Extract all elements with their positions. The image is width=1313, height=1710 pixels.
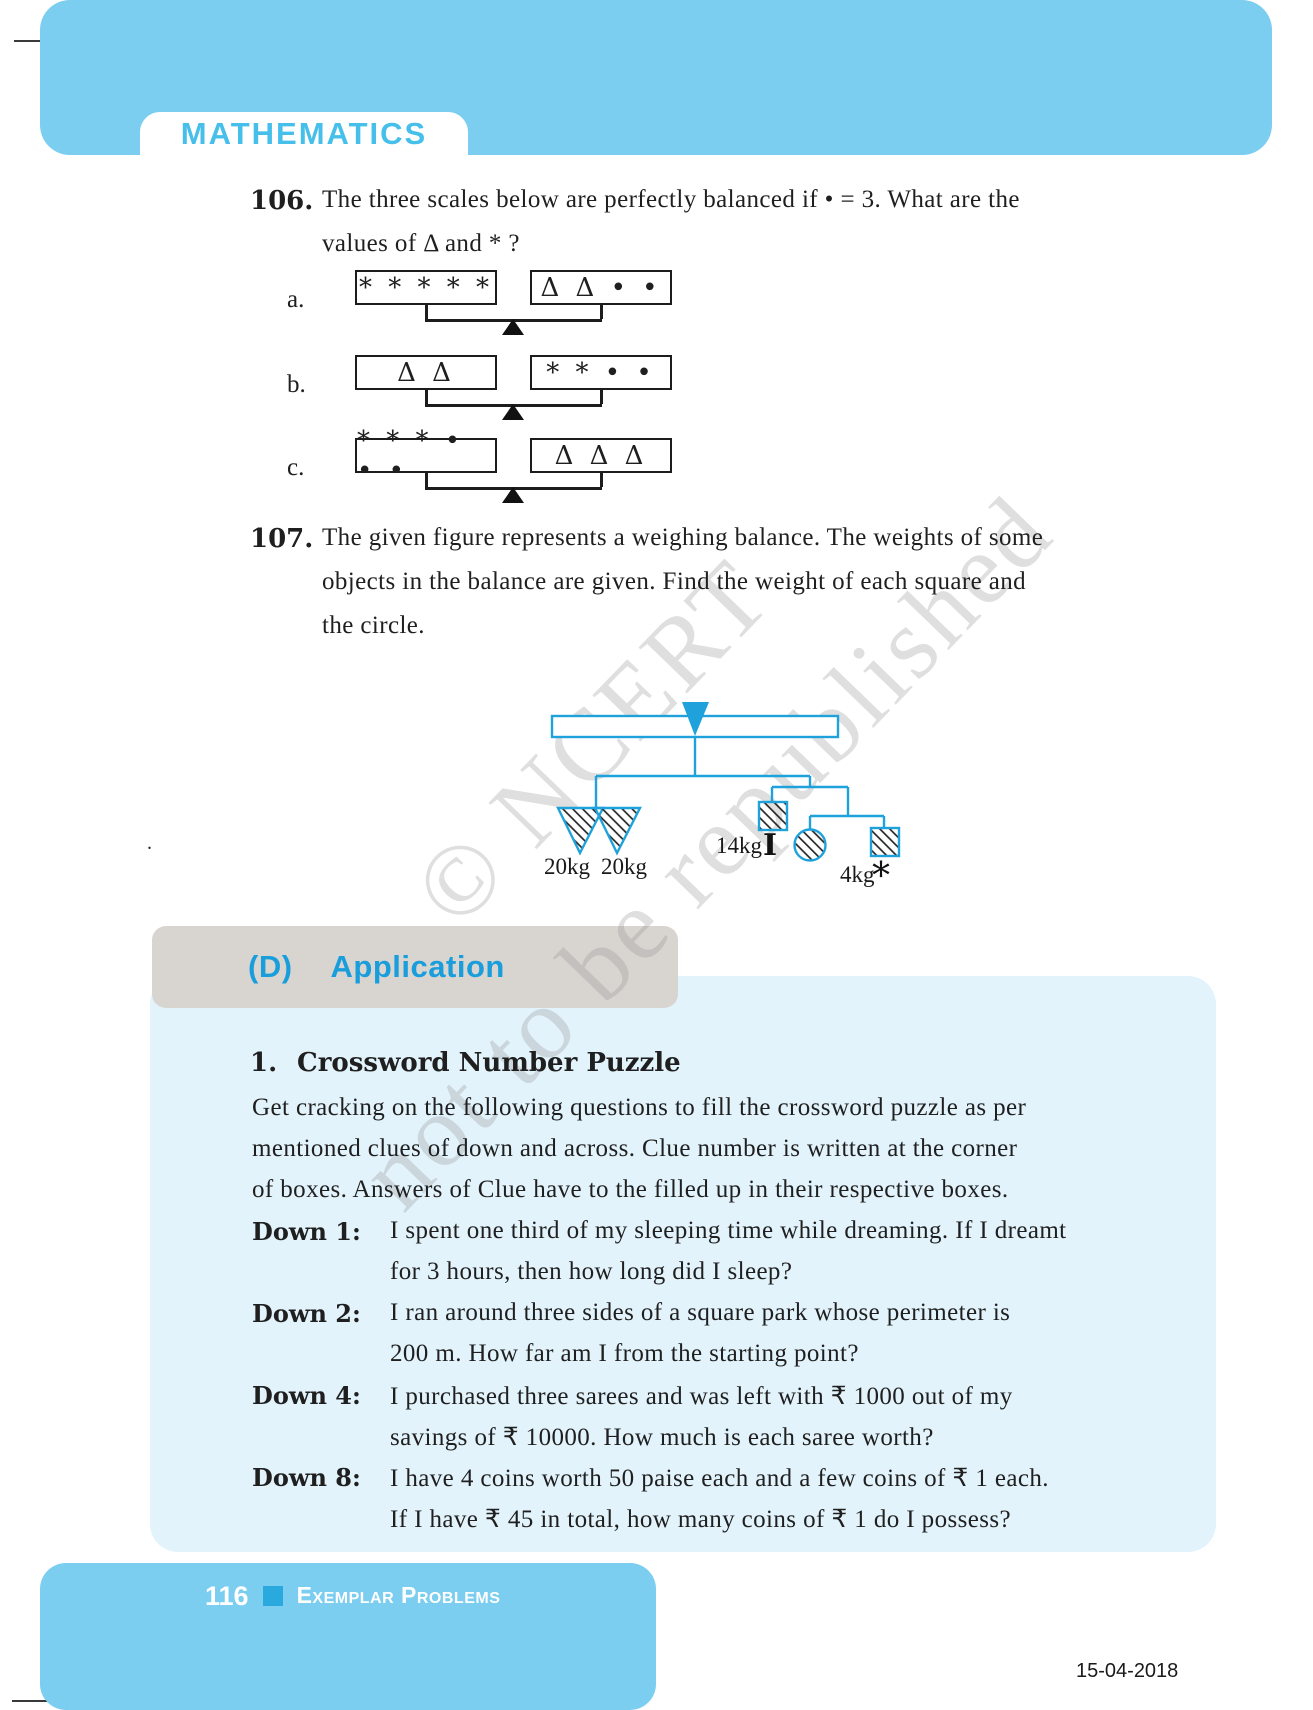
question-107-line3: the circle. [322, 612, 425, 639]
question-107-number: 107. [250, 524, 314, 554]
clue-down-8-line1: I have 4 coins worth 50 paise each and a… [390, 1465, 1049, 1492]
hook-mark: I [763, 828, 777, 863]
section-d-label: (D) [248, 949, 293, 984]
question-106-line2: values of Δ and * ? [322, 230, 520, 257]
clue-down-4-line2: savings of ₹ 10000. How much is each sar… [390, 1424, 934, 1451]
page-footer-band: 116 Exemplar Problems [40, 1563, 656, 1710]
balance-scale-c: c. * * * • • • Δ Δ Δ [287, 426, 687, 510]
label-14kg: 14kg [716, 833, 763, 858]
clue-down-8-label: Down 8: [252, 1463, 361, 1492]
section-d-bar: (D) Application [152, 926, 678, 1008]
scale-b-right-stub [600, 390, 603, 404]
page-number: 116 [205, 1581, 249, 1611]
clue-down-4-label: Down 4: [252, 1381, 361, 1410]
clue-down-1-line2: for 3 hours, then how long did I sleep? [390, 1258, 793, 1285]
page-title: MATHEMATICS [180, 115, 428, 151]
footer-book-title: Exemplar Problems [296, 1582, 501, 1608]
hatched-triangle-weight-1 [556, 806, 605, 856]
hatched-square-2 [869, 826, 901, 858]
weighing-balance-figure: 20kg 20kg 14kg I 4kg * [544, 702, 901, 895]
scale-a-left-pan: * * * * * [355, 270, 497, 305]
print-date: 15-04-2018 [1076, 1660, 1179, 1682]
question-106-line1: The three scales below are perfectly bal… [322, 186, 1020, 213]
label-20kg-1: 20kg [544, 854, 591, 879]
scale-c-label: c. [287, 454, 305, 481]
label-4kg: 4kg [840, 862, 875, 887]
hatched-square-1 [757, 800, 789, 832]
scale-c-left-pan: * * * • • • [355, 426, 497, 486]
scale-c-right-stub [600, 473, 603, 487]
header-tab: MATHEMATICS [140, 112, 468, 155]
scale-c-fulcrum-icon [502, 487, 524, 503]
scale-b-label: b. [287, 371, 306, 398]
clue-down-2-line2: 200 m. How far am I from the starting po… [390, 1340, 859, 1367]
hanger-lines [594, 737, 886, 830]
label-20kg-2: 20kg [601, 854, 648, 879]
scale-c-right-pan: Δ Δ Δ [530, 438, 672, 473]
clue-down-4-line1: I purchased three sarees and was left wi… [390, 1383, 1013, 1410]
question-107-line2: objects in the balance are given. Find t… [322, 568, 1027, 595]
hatched-circle [793, 828, 827, 862]
scale-a-left-symbols: * * * * * [358, 272, 494, 303]
clue-down-8-line2: If I have ₹ 45 in total, how many coins … [390, 1506, 1011, 1533]
clue-down-1-line1: I spent one third of my sleeping time wh… [390, 1217, 1067, 1244]
application-panel [150, 976, 1216, 1552]
hatched-triangle-weight-2 [593, 806, 642, 856]
scale-a-fulcrum-icon [502, 319, 524, 335]
scale-c-left-stub [425, 473, 428, 487]
scale-b-left-pan: Δ Δ [355, 355, 497, 390]
crossword-heading: Crossword Number Puzzle [297, 1048, 681, 1078]
scale-b-fulcrum-icon [502, 404, 524, 420]
scale-c-right-symbols: Δ Δ Δ [554, 440, 648, 471]
footer-square-icon [262, 1586, 283, 1606]
scale-b-left-symbols: Δ Δ [397, 357, 455, 388]
question-107-line1: The given figure represents a weighing b… [322, 524, 1044, 551]
scale-b-right-symbols: * * • • [546, 357, 656, 388]
balance-scale-a: a. * * * * * Δ Δ • • [287, 270, 687, 342]
crossword-heading-number: 1. [250, 1048, 278, 1078]
page-header-band: MATHEMATICS [40, 0, 1272, 155]
crop-mark-bottom-left-horizontal [12, 1700, 50, 1702]
scale-b-left-stub [425, 390, 428, 404]
crossword-intro-line3: of boxes. Answers of Clue have to the fi… [252, 1176, 1009, 1203]
stray-mark: . [147, 832, 152, 854]
scale-b-right-pan: * * • • [530, 355, 672, 390]
label-star: * [872, 856, 890, 895]
balance-scale-b: b. Δ Δ * * • • [287, 355, 687, 427]
scale-c-left-symbols: * * * • • • [357, 425, 465, 486]
question-106-number: 106. [250, 186, 314, 216]
clue-down-2-label: Down 2: [252, 1299, 361, 1328]
pivot-pointer-icon [682, 702, 709, 736]
scale-a-right-symbols: Δ Δ • • [540, 272, 662, 303]
scale-a-left-stub [425, 305, 428, 319]
scale-a-right-pan: Δ Δ • • [530, 270, 672, 305]
crossword-intro-line2: mentioned clues of down and across. Clue… [252, 1135, 1018, 1162]
crop-mark-top-left-horizontal [14, 40, 54, 42]
crossword-intro-line1: Get cracking on the following questions … [252, 1094, 1027, 1121]
section-d-title: Application [330, 949, 505, 984]
scale-a-right-stub [600, 305, 603, 319]
scale-a-label: a. [287, 286, 305, 313]
clue-down-1-label: Down 1: [252, 1217, 361, 1246]
clue-down-2-line1: I ran around three sides of a square par… [390, 1299, 1011, 1326]
